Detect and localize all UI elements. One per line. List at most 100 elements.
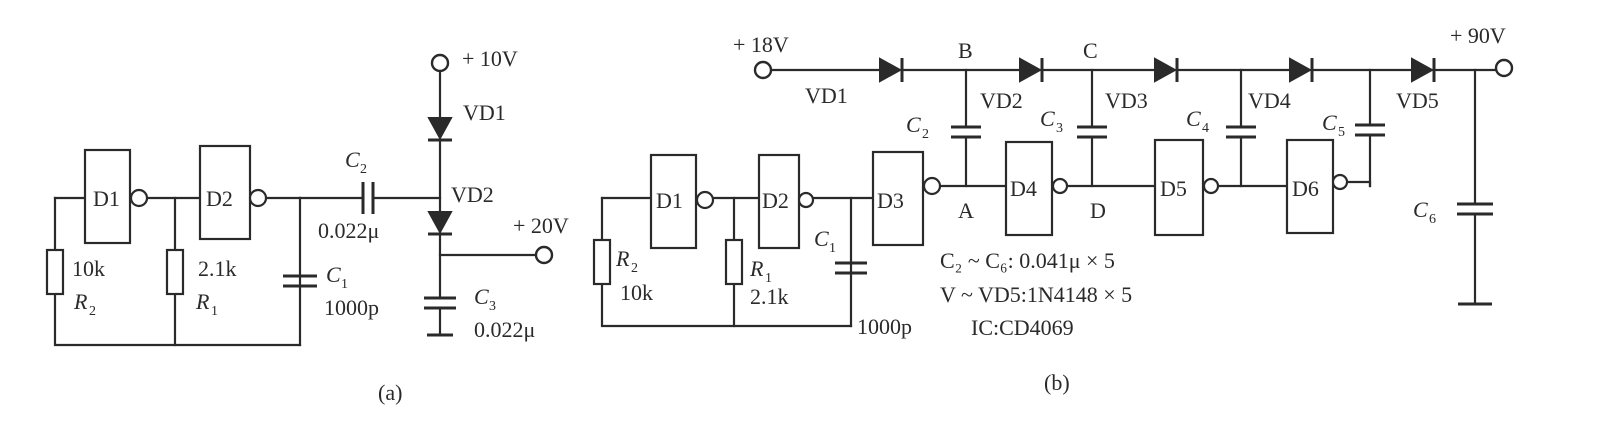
a-capacitor-c2 <box>361 182 375 214</box>
a-r1-value: 2.1k <box>198 256 237 281</box>
a-gate-d2 <box>198 144 252 241</box>
a-c1-value: 1000p <box>324 295 379 320</box>
a-caption: (a) <box>378 380 402 405</box>
b-r1-value: 2.1k <box>750 284 789 309</box>
a-resistor-r1 <box>165 248 185 296</box>
a-diode-vd2 <box>427 211 453 235</box>
b-gate-d4-label: D4 <box>1010 176 1037 201</box>
b-gate-d2-label: D2 <box>762 188 789 213</box>
a-gate-d2-bubble <box>248 188 268 208</box>
a-output-label: + 20V <box>513 213 569 238</box>
b-c4-name: C <box>1186 106 1201 131</box>
a-gate-d1-label: D1 <box>93 186 120 211</box>
a-capacitor-c3 <box>424 296 456 310</box>
b-node-d: D <box>1090 198 1106 223</box>
b-gate-d3-label: D3 <box>877 188 904 213</box>
b-gate-d3 <box>871 150 925 247</box>
b-wire-d6-out <box>1345 180 1372 188</box>
b-gate-d4-bubble <box>1051 177 1069 195</box>
b-gate-d5-bubble <box>1202 177 1220 195</box>
b-r1-sub: 1 <box>765 271 772 286</box>
diagram-b: + 18V + 90V VD1 VD2 VD3 VD4 VD5 B C A D … <box>592 23 1514 395</box>
b-vd1-label: VD1 <box>805 83 848 108</box>
b-output-label: + 90V <box>1450 23 1506 48</box>
a-c2-name: C <box>345 147 360 172</box>
b-caption: (b) <box>1044 370 1070 395</box>
a-r1-name: R <box>195 289 210 314</box>
b-c6-name: C <box>1413 197 1428 222</box>
b-r2-value: 10k <box>620 280 653 305</box>
a-gate-d1 <box>83 148 132 245</box>
a-r1-sub: 1 <box>211 304 218 319</box>
b-c4-sub: 4 <box>1202 121 1209 136</box>
b-capacitor-c5 <box>1355 123 1385 137</box>
b-diode-vd1 <box>879 57 903 83</box>
b-c1-value: 1000p <box>857 314 912 339</box>
b-gate-d2-bubble <box>797 191 815 209</box>
b-diode-vd2 <box>1019 57 1043 83</box>
a-vd1-label: VD1 <box>463 100 506 125</box>
b-node-a: A <box>958 198 974 223</box>
b-c2-sub: 2 <box>922 127 929 142</box>
b-output-terminal <box>1494 58 1514 78</box>
a-c2-sub: 2 <box>360 162 367 177</box>
b-diode-vd4 <box>1289 57 1313 83</box>
b-gate-d4 <box>1004 140 1054 237</box>
b-gate-d1-label: D1 <box>656 188 683 213</box>
b-capacitor-c1 <box>835 261 867 275</box>
b-c2-name: C <box>906 112 921 137</box>
b-resistor-r1 <box>724 238 744 286</box>
a-diode-vd1 <box>427 117 453 141</box>
a-c1-sub: 1 <box>341 277 348 292</box>
b-capacitor-c2 <box>951 125 981 139</box>
a-capacitor-c1 <box>283 274 317 288</box>
b-gate-d6-label: D6 <box>1292 176 1319 201</box>
b-node-c: C <box>1083 38 1098 63</box>
b-gate-d5 <box>1153 138 1205 237</box>
a-c3-sub: 3 <box>489 299 496 314</box>
a-supply-label: + 10V <box>462 46 518 71</box>
a-gate-d2-label: D2 <box>206 186 233 211</box>
b-node-b: B <box>958 38 973 63</box>
b-diode-vd3 <box>1154 57 1178 83</box>
b-gate-d3-bubble <box>922 176 942 196</box>
a-supply-terminal <box>430 53 450 73</box>
a-vd2-label: VD2 <box>451 182 494 207</box>
a-output-terminal <box>534 245 554 265</box>
b-diode-vd5 <box>1411 57 1435 83</box>
b-c6-sub: 6 <box>1429 212 1436 227</box>
a-c2-value: 0.022μ <box>318 218 379 243</box>
a-gate-d1-bubble <box>129 188 149 208</box>
diagram-a: D1 D2 10k R 2 2.1k R 1 C 1 1000p C 2 0.0… <box>45 46 569 405</box>
b-vd5-label: VD5 <box>1396 88 1439 113</box>
b-gate-d1 <box>649 153 698 250</box>
a-r2-name: R <box>73 289 88 314</box>
a-wire-left-bottom <box>53 196 302 347</box>
b-gate-d1-bubble <box>695 190 715 210</box>
a-c3-value: 0.022μ <box>474 317 535 342</box>
a-c1-name: C <box>326 262 341 287</box>
b-vd4-label: VD4 <box>1248 88 1291 113</box>
b-c1-sub: 1 <box>829 241 836 256</box>
a-resistor-r2 <box>45 248 65 296</box>
b-r1-name: R <box>749 256 764 281</box>
b-c3-sub: 3 <box>1056 121 1063 136</box>
b-resistor-r2 <box>592 238 612 286</box>
b-note-ic: IC:CD4069 <box>971 315 1074 340</box>
b-capacitor-c4 <box>1226 125 1256 139</box>
b-c3-name: C <box>1040 106 1055 131</box>
b-vd3-label: VD3 <box>1105 88 1148 113</box>
b-supply-terminal <box>753 60 773 80</box>
a-r2-sub: 2 <box>89 304 96 319</box>
b-r2-name: R <box>615 246 630 271</box>
b-gate-d5-label: D5 <box>1160 176 1187 201</box>
b-c1-name: C <box>814 226 829 251</box>
a-r2-value: 10k <box>72 256 105 281</box>
b-capacitor-c3 <box>1077 125 1107 139</box>
b-r2-sub: 2 <box>631 261 638 276</box>
b-gate-d6-bubble <box>1331 173 1349 191</box>
b-supply-label: + 18V <box>733 32 789 57</box>
b-c5-sub: 5 <box>1338 125 1345 140</box>
